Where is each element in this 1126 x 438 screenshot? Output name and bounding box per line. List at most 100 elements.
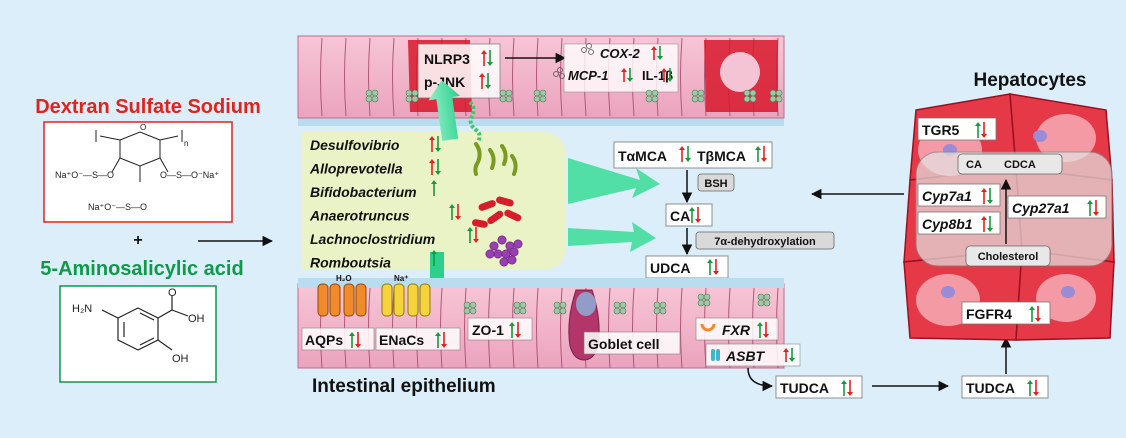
cyp8b1-box xyxy=(917,211,1001,235)
regulation-arrow-pair xyxy=(975,122,987,138)
tmca-box xyxy=(613,141,773,169)
goblet-box xyxy=(583,331,681,355)
regulation-arrow xyxy=(431,250,437,266)
sodium-label: Na⁺ xyxy=(394,274,408,283)
asbt-transporter-icon xyxy=(711,349,715,361)
asa-hydroxyl-oh: OH xyxy=(172,353,189,365)
regulation-arrow-pair xyxy=(981,216,993,232)
tight-junction-icon xyxy=(365,89,379,103)
fgfr4-label: FGFR4 xyxy=(966,306,1012,322)
regulation-arrow-pair xyxy=(661,68,673,82)
asa-structure xyxy=(101,296,189,351)
asbt-to-tudca-arrow xyxy=(747,367,774,392)
asbt-box xyxy=(705,343,801,367)
microbe-to-bile-arrow-2 xyxy=(568,222,656,252)
tgr5-label: TGR5 xyxy=(922,122,960,138)
cholesterol-label: Cholesterol xyxy=(978,251,1039,263)
tudca-box-2 xyxy=(961,375,1049,399)
regulation-arrow-pair xyxy=(479,73,491,89)
regulation-arrow-pair xyxy=(757,322,769,338)
cyp27a1-box xyxy=(1007,195,1107,219)
bsh-label: BSH xyxy=(704,178,727,190)
il1b-label: IL-1β xyxy=(642,68,673,83)
bsh-box xyxy=(697,173,735,192)
liver-ca-label: CA xyxy=(966,159,982,171)
regulation-arrow xyxy=(431,180,437,196)
bacteria-red xyxy=(471,196,522,228)
microbe-to-bile-arrow-1 xyxy=(568,158,660,204)
tight-junction-icon xyxy=(499,89,513,103)
microbe-taxon: Desulfovibrio xyxy=(310,137,400,153)
mcp1-label: MCP-1 xyxy=(568,68,608,83)
regulation-arrow-pair xyxy=(621,68,633,82)
top-epithelium xyxy=(297,35,785,126)
nlrp3-label: NLRP3 xyxy=(424,51,470,67)
microbe-taxon: Romboutsia xyxy=(310,255,391,271)
nlrp3-box xyxy=(417,43,501,99)
bottom-epithelium xyxy=(297,278,785,369)
ca-box xyxy=(665,203,713,227)
zo1-label: ZO-1 xyxy=(472,322,504,338)
regulation-arrow-pair xyxy=(841,380,853,396)
plus-sign: + xyxy=(133,232,142,249)
asa-structure-box xyxy=(59,285,217,383)
asbt-label: ASBT xyxy=(725,348,766,364)
tight-junction-icon xyxy=(613,301,627,315)
dehydroxylation-box xyxy=(695,231,835,250)
cyp7a1-label: Cyp7a1 xyxy=(922,188,972,204)
asa-carbonyl-o: O xyxy=(168,287,177,299)
dss-structure-box xyxy=(43,121,233,223)
microbe-taxon: Bifidobacterium xyxy=(310,184,417,200)
regulation-arrow-pair xyxy=(783,348,795,362)
dss-title: Dextran Sulfate Sodium xyxy=(35,96,261,118)
regulation-arrow-pair xyxy=(349,332,361,348)
pjnk-label: p-JNK xyxy=(424,74,465,90)
microbiota-list: DesulfovibrioAlloprevotellaBifidobacteri… xyxy=(309,137,435,271)
regulation-arrow-pair xyxy=(429,159,441,175)
dss-sulfate-1: Na⁺O⁻—S—O xyxy=(55,170,114,180)
fxr-label: FXR xyxy=(722,322,751,338)
ca-cdca-box xyxy=(957,153,1063,175)
tight-junction-icon xyxy=(697,293,711,307)
tight-junction-icon xyxy=(513,301,527,315)
asa-carboxyl-oh: OH xyxy=(188,313,205,325)
regulation-arrow-pair xyxy=(755,146,767,162)
enacs-label: ENaCs xyxy=(379,332,424,348)
tudca-label-2: TUDCA xyxy=(966,380,1015,396)
fxr-receptor-icon xyxy=(700,323,716,332)
cholesterol-box xyxy=(965,245,1051,267)
regulation-arrows xyxy=(349,46,1099,396)
fxr-box xyxy=(695,317,779,341)
cyp8b1-label: Cyp8b1 xyxy=(922,216,973,232)
inflamed-nucleus xyxy=(720,52,760,92)
microbiota-panel xyxy=(302,132,566,270)
regulation-arrow-pair xyxy=(1029,306,1041,322)
ca-label: CA xyxy=(670,208,690,224)
regulation-arrow-pair xyxy=(1087,200,1099,216)
cytokine-dots xyxy=(553,43,594,79)
asa-title: 5-Aminosalicylic acid xyxy=(40,258,243,280)
regulation-arrow-pair xyxy=(435,332,447,348)
udca-label: UDCA xyxy=(650,260,690,276)
regulation-arrow-pair xyxy=(481,50,493,66)
asa-amine: H₂N xyxy=(72,303,92,315)
aqp-channels xyxy=(317,283,367,317)
cox2-label: COX-2 xyxy=(600,46,641,61)
aqps-label: AQPs xyxy=(305,332,343,348)
intestinal-epithelium-title: Intestinal epithelium xyxy=(312,376,496,397)
tudca-label-1: TUDCA xyxy=(780,380,829,396)
microbe-taxon: Lachnoclostridium xyxy=(310,231,435,247)
liver-cdca-label: CDCA xyxy=(1004,159,1036,171)
bacteria-purple xyxy=(485,235,523,267)
mucus-strand xyxy=(468,100,482,143)
tight-junction-icon xyxy=(405,89,419,103)
tbmca-label: TβMCA xyxy=(697,148,746,164)
regulation-arrow-pair xyxy=(651,46,663,60)
tight-junction-icon xyxy=(533,89,547,103)
bacteria-green xyxy=(473,142,518,176)
tudca-box-1 xyxy=(775,375,863,399)
cyp7a1-box xyxy=(917,183,1001,207)
dss-sulfate-2: O—S—O⁻Na⁺ xyxy=(160,170,219,180)
